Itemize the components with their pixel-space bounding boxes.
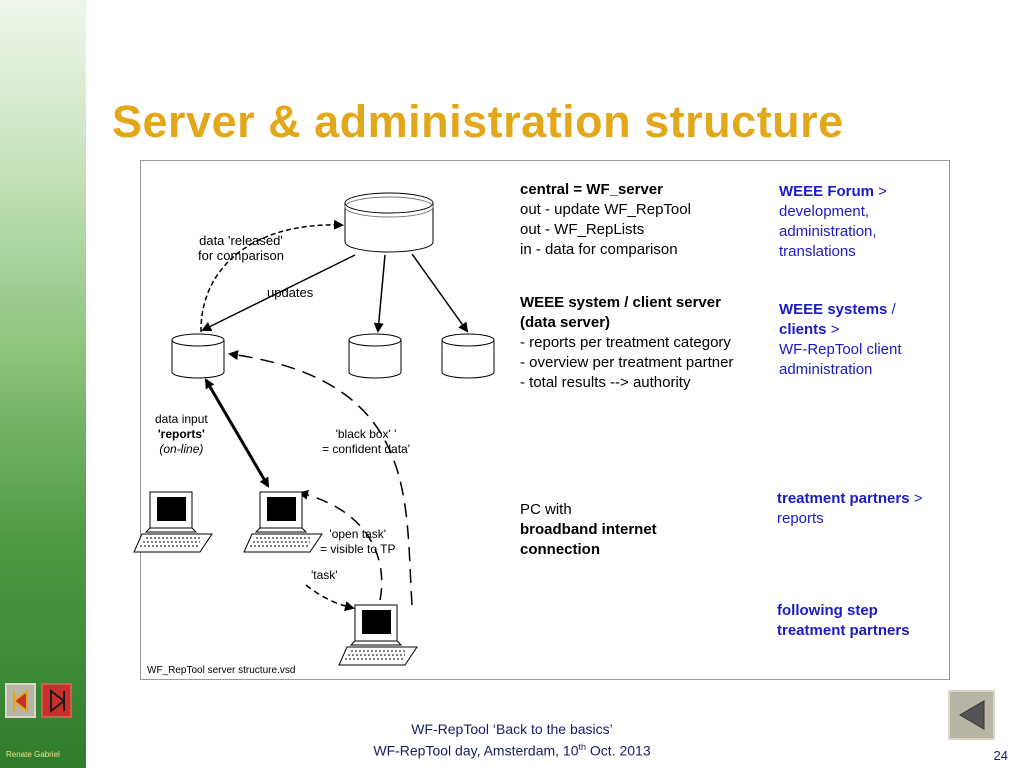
forum-line4: translations [779,243,856,260]
central-line1: out - update WF_RepTool [520,201,691,218]
systems-line4: administration [779,361,873,378]
systems-line3: WF-RepTool client [779,341,902,358]
connection-arrows [201,253,469,333]
pc-line1: PC with [520,501,572,518]
footer: WF-RepTool ‘Back to the basics’ WF-RepTo… [0,720,1024,760]
footer-line2-prefix: WF-RepTool day, Amsterdam, 10 [373,742,579,759]
diagram-frame [140,160,950,680]
weee-line2: - overview per treatment partner [520,354,734,371]
next-slide-icon [49,688,66,713]
page-number: 24 [993,748,1008,763]
released-data-arrow [200,219,344,333]
following-step-role: following step treatment partners [777,601,910,641]
updates-label: updates [267,285,314,300]
pc-icon-1 [133,491,213,553]
tp-title: treatment partners [777,490,910,507]
systems-gt: > [826,321,840,338]
server-icon-2 [348,333,402,379]
data-input-line3: (on-line) [159,442,204,456]
server-icon-3 [441,333,495,379]
released-label: data 'released' for comparison [198,233,284,263]
footer-line2-sup: th [578,742,587,752]
weee-line3: - total results --> authority [520,374,691,391]
open-task-line2: = visible to TP [320,542,396,556]
fs-line2: treatment partners [777,622,910,639]
tp-line2: reports [777,510,824,527]
side-bar [0,0,86,768]
black-box-line1: 'black box' ' [335,427,397,441]
tp-gt: > [909,490,923,507]
back-button[interactable] [948,690,995,740]
data-input-arrow [204,378,270,488]
released-label-line1: data 'released' [199,233,283,248]
forum-line2: development, [779,203,870,220]
black-box-line2: = confident data' [322,442,411,456]
systems-clients: clients [779,321,827,338]
page-title: Server & administration structure [112,96,844,147]
systems-slash: / [887,301,896,318]
pc-line3: connection [520,541,601,558]
open-task-label: 'open task' = visible to TP [320,527,395,557]
task-arrow [305,584,355,612]
weee-systems-role: WEEE systems / clients > WF-RepTool clie… [779,300,902,380]
weee-line1: - reports per treatment category [520,334,731,351]
next-slide-button[interactable] [41,683,72,718]
prev-slide-icon [11,688,28,713]
black-box-arrow [228,350,413,606]
footer-line2: WF-RepTool day, Amsterdam, 10th Oct. 201… [0,738,1024,760]
systems-title: WEEE systems [779,301,888,318]
data-input-line2: 'reports' [157,427,205,441]
black-box-label: 'black box' ' = confident data' [322,427,410,457]
data-input-line1: data input [155,412,208,426]
open-task-arrow [298,490,383,601]
task-label: 'task' [311,568,338,582]
slide-nav [5,683,72,718]
forum-gt: > [874,183,887,200]
pc-icon-3 [338,604,418,666]
fs-line1: following step [777,602,878,619]
back-icon [958,700,984,730]
pc-icon-2 [243,491,323,553]
footer-line1: WF-RepTool ‘Back to the basics’ [411,721,613,737]
weee-forum-role: WEEE Forum > development, administration… [779,182,887,262]
prev-slide-button[interactable] [5,683,36,718]
central-server-icon [344,192,434,253]
data-input-label: data input 'reports' (on-line) [155,412,208,457]
released-label-line2: for comparison [198,248,284,263]
weee-title-line1: WEEE system / client server [520,294,721,311]
diagram-filename: WF_RepTool server structure.vsd [147,665,296,676]
central-server-info: central = WF_server out - update WF_RepT… [520,180,691,260]
weee-system-server-icon [171,333,225,379]
weee-title-line2: (data server) [520,314,611,331]
treatment-partners-role: treatment partners > reports [777,489,922,529]
forum-title: WEEE Forum [779,183,875,200]
footer-line2-suffix: Oct. 2013 [586,742,651,759]
pc-info: PC with broadband internet connection [520,500,657,560]
weee-system-info: WEEE system / client server (data server… [520,293,733,393]
central-line3: in - data for comparison [520,241,678,258]
open-task-line1: 'open task' [329,527,387,541]
central-title: central = WF_server [520,181,663,198]
central-line2: out - WF_RepLists [520,221,645,238]
author-name: Renate Gabriel [6,750,60,759]
forum-line3: administration, [779,223,877,240]
pc-line2: broadband internet [520,521,657,538]
